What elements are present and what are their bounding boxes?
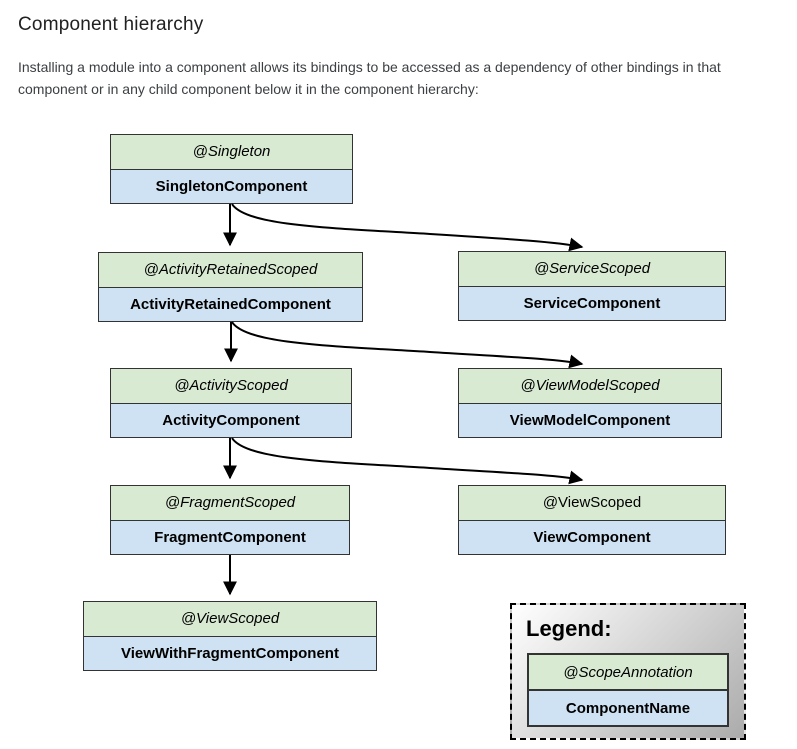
- node-fragment-component: @FragmentScoped FragmentComponent: [110, 485, 350, 555]
- node-activity-retained-component: @ActivityRetainedScoped ActivityRetained…: [98, 252, 363, 322]
- page-title: Component hierarchy: [18, 14, 204, 35]
- node-view-component: @ViewScoped ViewComponent: [458, 485, 726, 555]
- node-viewmodel-component: @ViewModelScoped ViewModelComponent: [458, 368, 722, 438]
- component-name-label: ViewComponent: [459, 520, 725, 554]
- node-singleton-component: @Singleton SingletonComponent: [110, 134, 353, 204]
- scope-annotation-label: @FragmentScoped: [111, 486, 349, 521]
- arrow-singleton-to-service: [231, 203, 584, 252]
- scope-annotation-label: @ActivityScoped: [111, 369, 351, 404]
- component-name-label: ActivityRetainedComponent: [99, 287, 362, 321]
- node-view-with-fragment-component: @ViewScoped ViewWithFragmentComponent: [83, 601, 377, 671]
- legend-sample-node: @ScopeAnnotation ComponentName: [527, 653, 729, 727]
- component-name-label: ViewModelComponent: [459, 403, 721, 437]
- scope-annotation-label: @Singleton: [111, 135, 352, 170]
- arrow-activity-to-view: [231, 437, 584, 485]
- scope-annotation-label: @ViewScoped: [459, 486, 725, 521]
- scope-annotation-label: @ServiceScoped: [459, 252, 725, 287]
- description-text: Installing a module into a component all…: [18, 59, 721, 97]
- node-activity-component: @ActivityScoped ActivityComponent: [110, 368, 352, 438]
- scope-annotation-label: @ViewModelScoped: [459, 369, 721, 404]
- component-name-label: ActivityComponent: [111, 403, 351, 437]
- legend-box: Legend: @ScopeAnnotation ComponentName: [510, 603, 746, 740]
- component-name-label: ViewWithFragmentComponent: [84, 636, 376, 670]
- scope-annotation-label: @ViewScoped: [84, 602, 376, 637]
- scope-annotation-label: @ActivityRetainedScoped: [99, 253, 362, 288]
- arrow-activityretained-to-viewmodel: [231, 321, 584, 369]
- legend-component-name-label: ComponentName: [529, 691, 727, 725]
- legend-scope-annotation-label: @ScopeAnnotation: [529, 655, 727, 691]
- component-name-label: SingletonComponent: [111, 169, 352, 203]
- component-name-label: FragmentComponent: [111, 520, 349, 554]
- node-service-component: @ServiceScoped ServiceComponent: [458, 251, 726, 321]
- legend-title: Legend:: [526, 616, 612, 641]
- component-name-label: ServiceComponent: [459, 286, 725, 320]
